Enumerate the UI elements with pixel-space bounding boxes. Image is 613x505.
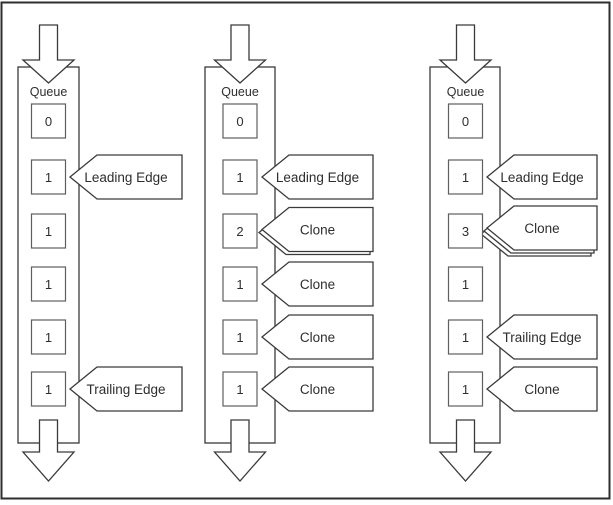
queue-item-value: 1 xyxy=(45,277,52,292)
callout-shape xyxy=(485,366,598,412)
queue-label: Queue xyxy=(447,85,485,99)
callout-shape xyxy=(260,366,374,412)
callout-clone: Clone xyxy=(479,205,598,257)
callout-clone: Clone xyxy=(257,206,374,256)
callout-shape xyxy=(260,206,374,253)
down-arrow-top-icon xyxy=(21,24,76,84)
queue-item-box xyxy=(222,103,258,139)
queue-item-value: 3 xyxy=(462,224,469,239)
callout-leading-edge: Leading Edge xyxy=(485,154,598,200)
callout-label: Leading Edge xyxy=(500,170,583,185)
callout-shape xyxy=(485,154,598,200)
callout-label: Clone xyxy=(300,382,335,397)
down-arrow-bottom-icon xyxy=(438,419,493,482)
queue-item-value: 0 xyxy=(462,114,469,129)
queue-item-value: 1 xyxy=(462,277,469,292)
queue-item-box xyxy=(30,159,67,195)
queue-item-value: 0 xyxy=(45,114,52,129)
down-arrow-bottom-icon xyxy=(21,419,76,482)
queue-item-box xyxy=(447,213,484,249)
down-arrow-top-icon xyxy=(212,24,268,84)
queue-item-box xyxy=(222,159,258,195)
callout-shape xyxy=(260,261,374,307)
callout-shape xyxy=(68,366,183,412)
callout-label: Leading Edge xyxy=(276,170,359,185)
queue-item-box xyxy=(30,213,67,249)
callout-label: Clone xyxy=(300,222,335,237)
callout-label: Clone xyxy=(300,277,335,292)
callout-trailing-edge: Trailing Edge xyxy=(68,366,183,412)
queue-item-value: 1 xyxy=(236,330,243,345)
callout-label: Trailing Edge xyxy=(86,382,165,397)
queue-item-value: 1 xyxy=(462,170,469,185)
queue-item-box xyxy=(30,319,67,355)
queue-item-value: 1 xyxy=(45,224,52,239)
callout-clone: Clone xyxy=(260,314,374,360)
callout-label: Clone xyxy=(524,221,559,236)
queue-item-value: 1 xyxy=(462,330,469,345)
callout-shape xyxy=(260,314,374,360)
queue-item-box xyxy=(30,266,67,302)
queue-item-value: 1 xyxy=(236,170,243,185)
queue-item-box xyxy=(447,103,484,139)
callout-leading-edge: Leading Edge xyxy=(68,154,183,200)
queue-item-value: 1 xyxy=(236,382,243,397)
queue-item-box xyxy=(222,319,258,355)
callout-label: Leading Edge xyxy=(84,170,167,185)
queue-item-box xyxy=(447,319,484,355)
callout-trailing-edge: Trailing Edge xyxy=(485,314,598,360)
callout-clone: Clone xyxy=(485,366,598,412)
queue-label: Queue xyxy=(30,85,68,99)
queue-item-value: 1 xyxy=(45,330,52,345)
queue-item-box xyxy=(222,266,258,302)
callout-label: Trailing Edge xyxy=(502,330,581,345)
queue-item-value: 2 xyxy=(236,224,243,239)
callout-clone: Clone xyxy=(260,261,374,307)
queue-label: Queue xyxy=(221,85,259,99)
callout-label: Clone xyxy=(300,330,335,345)
queue-item-box xyxy=(447,159,484,195)
queue-item-value: 1 xyxy=(45,382,52,397)
callout-clone: Clone xyxy=(260,366,374,412)
queue-item-value: 1 xyxy=(45,170,52,185)
queue-item-box xyxy=(222,371,258,407)
callout-shape xyxy=(68,154,183,200)
queue-item-box xyxy=(222,213,258,249)
queue-item-box xyxy=(447,371,484,407)
queue-item-box xyxy=(30,371,67,407)
callout-label: Clone xyxy=(524,382,559,397)
down-arrow-top-icon xyxy=(438,24,493,84)
queue-item-box xyxy=(30,103,67,139)
queue-item-value: 1 xyxy=(236,277,243,292)
callout-shape xyxy=(485,205,598,251)
callout-shape xyxy=(485,314,598,360)
queue-item-box xyxy=(447,266,484,302)
callout-shape xyxy=(260,154,374,200)
queue-item-value: 0 xyxy=(236,114,243,129)
callout-leading-edge: Leading Edge xyxy=(260,154,374,200)
down-arrow-bottom-icon xyxy=(213,419,267,482)
queue-item-value: 1 xyxy=(462,382,469,397)
